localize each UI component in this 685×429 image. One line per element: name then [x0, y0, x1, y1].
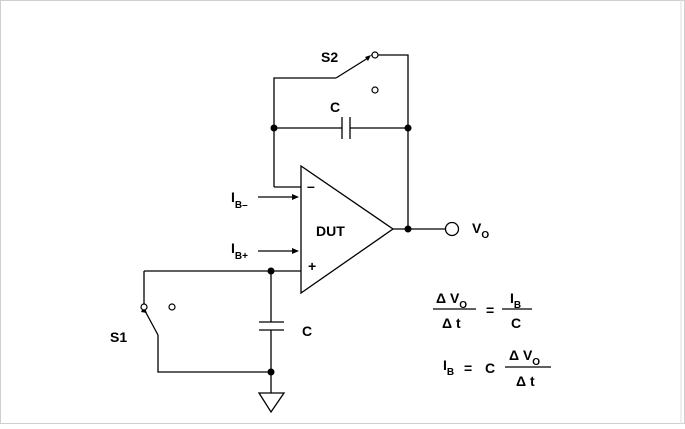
eq2-equals: =	[464, 360, 472, 376]
switch-s1-label: S1	[110, 329, 127, 345]
ground-icon	[257, 392, 286, 414]
s2-left-wire	[273, 77, 336, 187]
junction-dot	[267, 267, 275, 275]
switch-s1-contact-closed	[140, 303, 148, 311]
ib-plus-main: I	[231, 240, 235, 256]
junction-dot	[404, 225, 412, 233]
ib-plus-arrowhead-icon	[292, 248, 299, 254]
switch-s2-contact-open	[371, 86, 379, 94]
switch-s2-blade	[335, 57, 369, 79]
switch-s2-label: S2	[321, 49, 338, 65]
vo-label: VO	[472, 220, 489, 241]
vo-output-terminal	[444, 221, 460, 237]
switch-s1-blade	[143, 308, 159, 336]
eq1-equals: =	[486, 302, 494, 318]
ib-minus-label: IB–	[231, 189, 248, 211]
eq2-coefficient: C	[485, 360, 495, 376]
dut-label: DUT	[316, 223, 345, 239]
cap-feedback-label: C	[330, 99, 340, 115]
ib-plus-subscript: B+	[235, 251, 248, 262]
eq1-rhs-numerator: IB	[510, 290, 521, 311]
noninverting-input-label: +	[308, 258, 316, 274]
ib-minus-main: I	[231, 189, 235, 205]
eq2-denominator: Δ t	[516, 373, 535, 389]
junction-dot	[404, 124, 412, 132]
eq1-lhs-numerator: Δ VO	[436, 290, 467, 311]
s2-right-wire	[371, 54, 409, 229]
switch-s2-arrowhead-icon	[365, 55, 371, 61]
s1-ground-wire	[157, 335, 271, 373]
ib-minus-arrowhead-icon	[292, 194, 299, 200]
vo-subscript: O	[481, 230, 489, 241]
junction-dot	[270, 124, 278, 132]
dut-opamp	[300, 164, 395, 295]
eq2-numerator: Δ VO	[509, 347, 540, 368]
ib-plus-label: IB+	[231, 240, 248, 262]
switch-s2-contact-closed	[371, 51, 379, 59]
eq2-lhs: IB	[443, 357, 454, 378]
vo-main: V	[472, 220, 482, 236]
ib-minus-subscript: B–	[235, 200, 248, 211]
cap-ground-label: C	[302, 323, 312, 339]
inverting-input-label: –	[307, 178, 315, 194]
junction-dot	[267, 368, 275, 376]
eq1-rhs-denominator: C	[511, 315, 521, 331]
eq1-lhs-denominator: Δ t	[442, 315, 461, 331]
switch-s1-contact-open	[168, 303, 176, 311]
